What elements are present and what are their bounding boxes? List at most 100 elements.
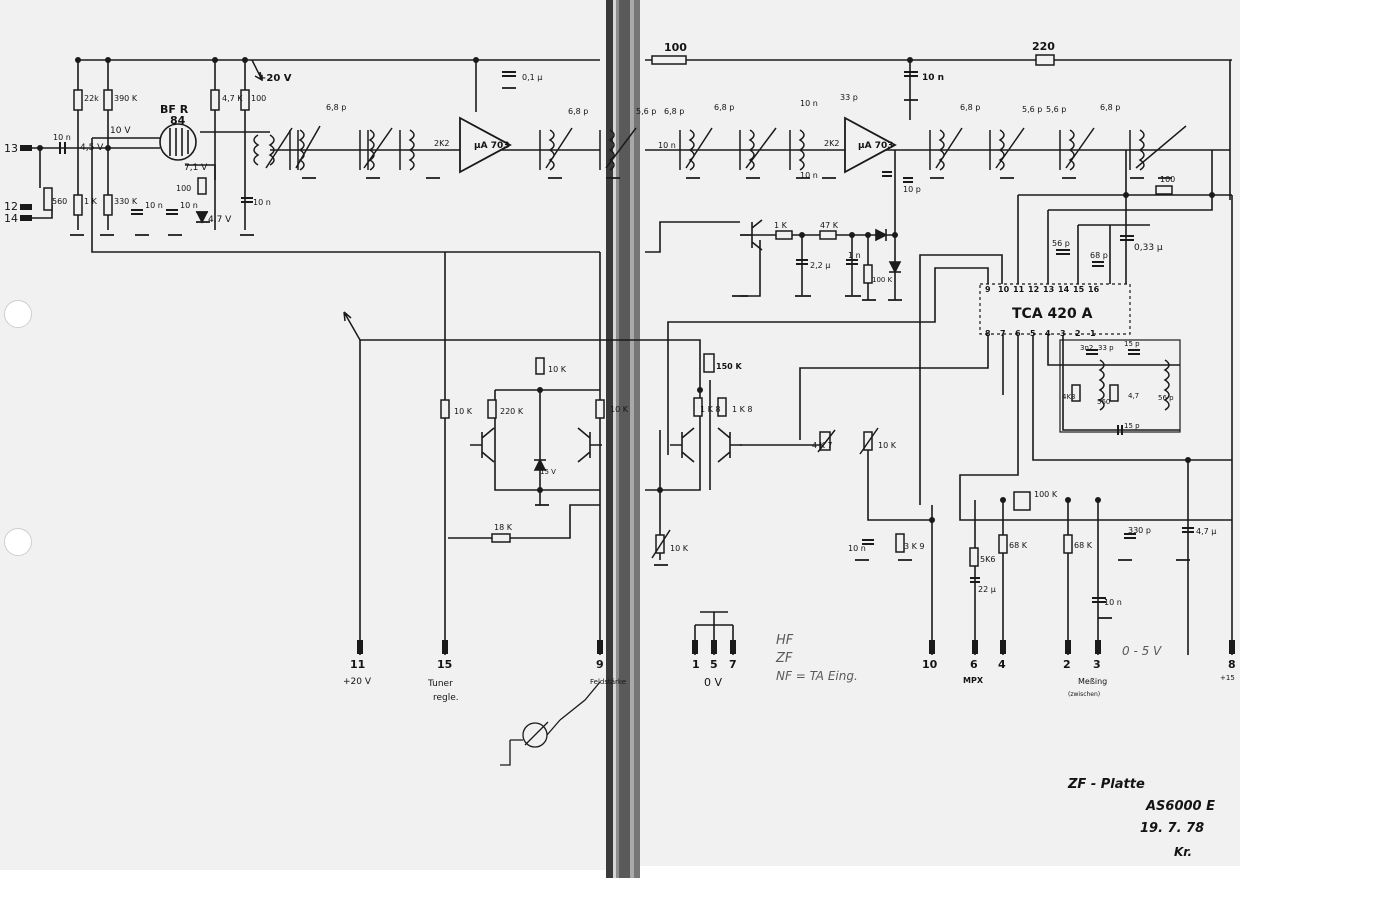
voltage-label: 10 V [110,126,131,136]
terminal-3: 3 [1093,658,1101,671]
part-label: 4,7 K [222,94,243,103]
part-label: 100 K [1034,490,1058,499]
part-label: 6,8 p [714,103,734,112]
part-label: 1 K [774,221,788,230]
part-label: 100 [176,184,191,193]
part-label: 47 K [820,221,839,230]
terminal-15-note: Tuner [427,679,453,689]
part-label: 1 K 8 [700,405,721,414]
title-date: 19. 7. 78 [1140,821,1204,836]
title-line-1: ZF - Platte [1067,777,1145,792]
ic-bodies [459,116,1131,335]
note-nf: NF = TA Eing. [776,669,858,683]
terminal-12: 12 [4,200,18,213]
note-hf: HF [776,633,794,648]
part-label: 560 [52,197,67,206]
part-label: 33 p [840,93,858,102]
part-label: 100 K [872,276,893,284]
voltage-label: 4,7 V [208,215,232,225]
part-label: 10 n [145,201,163,210]
right-sheet [638,0,1240,866]
part-label: 1 K [84,197,98,206]
part-label: 10 p [903,185,921,194]
ic-label: TCA 420 A [1012,306,1093,322]
part-label: 6,8 p [664,107,684,116]
pin-label: 11 [1013,285,1025,294]
part-label: 4 K 7 [812,441,833,450]
terminal-10: 10 [922,658,938,671]
if-filter-stages [253,125,1187,433]
part-label: 6,8 p [960,103,980,112]
part-label: 100 [1160,175,1175,184]
pin-label: 8 [985,329,991,338]
part-label: 3 K 9 [904,542,925,551]
part-label: 68 p [1090,251,1108,260]
part-label: 2K2 [434,139,449,148]
part-label: 6,8 p [1100,103,1120,112]
part-label: 68 K [1009,541,1028,550]
part-label: 10 n [922,73,944,83]
part-label: 2,2 μ [810,261,830,270]
ground-symbols [70,87,1190,619]
part-label: 10 n [658,141,676,150]
pin-label: 12 [1028,285,1039,294]
title-line-2: AS6000 E [1145,799,1215,814]
part-label: 560 [1097,398,1110,406]
terminal-3-note-2: (zwischen) [1068,691,1100,698]
part-label: 330 p [1128,526,1151,535]
part-label: 0,33 μ [1134,243,1163,253]
part-label: 6,8 p [568,107,588,116]
pin-label: 7 [1000,329,1006,338]
part-label: 10 K [454,407,473,416]
note-zf: ZF [775,651,793,666]
part-label: 5,6 p [636,107,656,116]
part-label: 4,7 [1128,392,1139,400]
part-label: 33 p [1098,344,1114,352]
part-label: 5,6 p [1046,105,1066,114]
part-label: 10 K [878,441,897,450]
terminal-13: 13 [4,142,18,155]
part-label: 22 μ [978,585,996,594]
gain-control-arrow [251,59,361,341]
terminal-15: 15 [437,658,452,671]
part-label: 15 V [540,468,556,476]
part-label: 330 K [114,197,138,206]
note-range: 0 - 5 V [1122,644,1162,658]
terminal-14: 14 [4,212,18,225]
part-label: 10 n [800,171,818,180]
part-label: 1 K 8 [732,405,753,414]
pin-label: 3 [1060,329,1066,338]
voltage-label: 4,5 V [80,143,104,153]
terminal-11-note: +20 V [343,677,372,687]
part-label: 220 K [500,407,524,416]
transistor-label: BF R [160,103,189,116]
part-label: 1 n [848,251,861,260]
part-label: 10 K [548,365,567,374]
part-label: 10 n [848,544,866,553]
ov-note: 0 V [704,676,722,689]
transistor-label-2: 84 [170,114,186,127]
terminal-9: 9 [596,658,604,671]
field-strength-meter-sketch [500,681,601,766]
pin-label: 16 [1088,285,1100,294]
voltage-label: +20 V [258,73,292,84]
part-label: 3n2 [1080,344,1093,352]
pin-label: 13 [1043,285,1054,294]
terminal-7: 7 [729,658,737,671]
terminal-4: 4 [998,658,1006,671]
part-label: 15 p [1124,422,1140,430]
part-label: 10 n [180,201,198,210]
part-label: 15 p [1124,340,1140,348]
part-label: 100 [251,94,266,103]
pin-label: 9 [985,285,991,294]
part-label: 390 K [114,94,138,103]
part-label: 10 n [53,133,71,142]
pin-label: 2 [1075,329,1081,338]
capacitors [59,71,1194,603]
punch-hole [4,528,32,556]
diodes [195,211,902,471]
terminal-posts [20,145,1235,654]
pin-label: 6 [1015,329,1021,338]
pin-label: 15 [1073,285,1085,294]
